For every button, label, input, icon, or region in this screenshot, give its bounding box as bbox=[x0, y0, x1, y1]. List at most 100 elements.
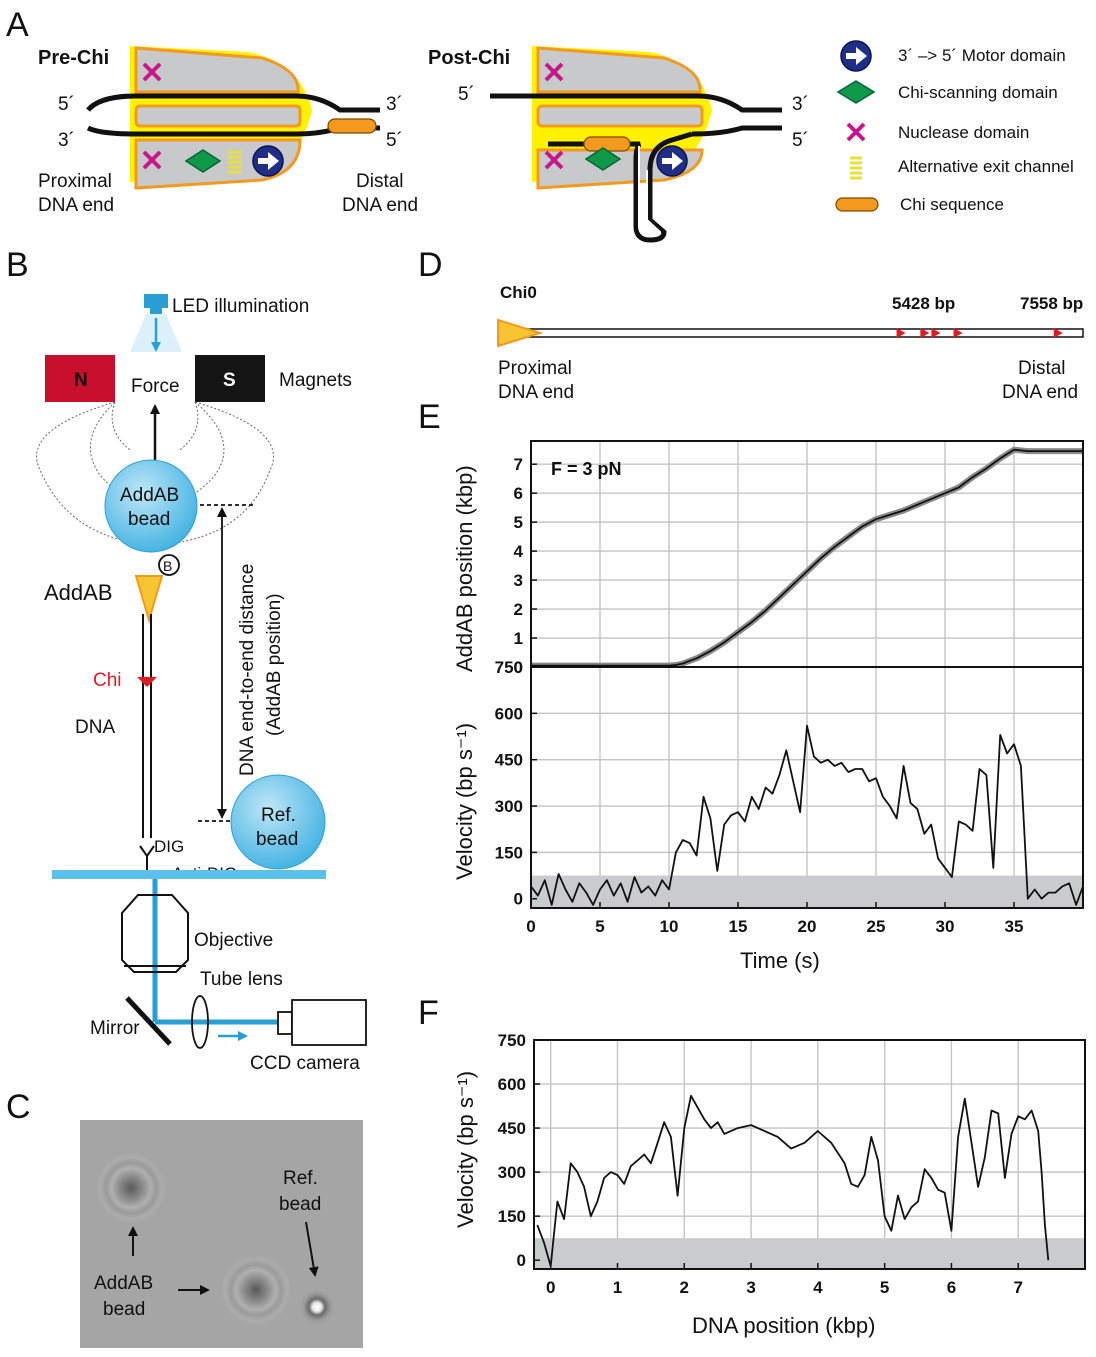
force-label: Force bbox=[131, 376, 180, 397]
enzyme-lobe-top bbox=[134, 46, 300, 94]
y-tick-label: 1 bbox=[514, 629, 523, 648]
x-tick-label: 0 bbox=[526, 917, 535, 936]
x-tick-label: 30 bbox=[936, 917, 955, 936]
pre-chi-diagram: Pre-Chi 5´ 3´ 3´ 5´ Proximal DNA end Dis… bbox=[38, 46, 418, 216]
pre-distal-2: DNA end bbox=[342, 195, 418, 216]
y-tick-label: 600 bbox=[495, 704, 523, 723]
x-tick-label: 5 bbox=[880, 1278, 889, 1297]
addab-enzyme-icon bbox=[134, 575, 164, 624]
pre-chi-title: Pre-Chi bbox=[38, 47, 109, 69]
camera-label: CCD camera bbox=[250, 1053, 360, 1074]
f-frame bbox=[533, 1039, 1086, 1270]
distance-label-2: (AddAB position) bbox=[264, 593, 285, 736]
e1-ylabel: AddAB position (kbp) bbox=[452, 465, 477, 672]
legend-motor-arrow-glyph bbox=[846, 47, 867, 65]
y-tick-label: 450 bbox=[495, 751, 523, 770]
legend-cross-icon bbox=[846, 122, 866, 142]
legend-exit-channel-icon bbox=[850, 156, 862, 180]
magnets-label: Magnets bbox=[279, 370, 352, 391]
e2-xlabel: Time (s) bbox=[740, 948, 820, 973]
chi-site-marker bbox=[137, 677, 157, 687]
chi-site-markers bbox=[896, 328, 1063, 338]
ref-bead-label-2: bead bbox=[256, 829, 298, 850]
pos1-label: 5428 bp bbox=[892, 294, 955, 313]
chi-sequence-icon bbox=[327, 118, 377, 134]
noise-band bbox=[534, 1238, 1085, 1269]
d-proximal-1: Proximal bbox=[498, 358, 572, 379]
series-line bbox=[531, 448, 1083, 667]
x-tick-label: 35 bbox=[1005, 917, 1024, 936]
magnet-s bbox=[195, 355, 265, 402]
camera-body bbox=[291, 999, 367, 1046]
d-proximal-2: DNA end bbox=[498, 382, 574, 403]
y-tick-label: 300 bbox=[498, 1163, 526, 1182]
enzyme-lobe-mid bbox=[134, 104, 302, 128]
legend-label-nuclease: Nuclease domain bbox=[898, 123, 1029, 142]
y-tick-label: 300 bbox=[495, 797, 523, 816]
x-tick-label: 1 bbox=[613, 1278, 622, 1297]
panel-letter-a: A bbox=[6, 6, 29, 44]
y-tick-label: 750 bbox=[495, 658, 523, 677]
x-tick-label: 10 bbox=[660, 917, 679, 936]
y-tick-label: 0 bbox=[514, 658, 523, 677]
y-tick-label: 450 bbox=[498, 1119, 526, 1138]
magnet-s-label: S bbox=[223, 370, 236, 391]
post-dna-loop-inner bbox=[638, 146, 662, 238]
y-tick-label: 2 bbox=[514, 600, 523, 619]
y-tick-label: 600 bbox=[498, 1075, 526, 1094]
cross-icon bbox=[142, 62, 162, 170]
panel-letter-c: C bbox=[6, 1088, 31, 1126]
legend-diamond-icon bbox=[836, 80, 876, 104]
x-tick-label: 20 bbox=[798, 917, 817, 936]
chi-site-arrow bbox=[953, 328, 963, 338]
post-chi-title: Post-Chi bbox=[428, 47, 510, 69]
series-line bbox=[536, 1094, 1050, 1267]
panel-a-legend: 3´ –> 5´ Motor domain Chi-scanning domai… bbox=[835, 40, 1074, 214]
f-ylabel: Velocity (bp s⁻¹) bbox=[453, 1071, 478, 1228]
y-tick-label: 750 bbox=[498, 1031, 526, 1050]
x-tick-label: 2 bbox=[680, 1278, 689, 1297]
x-tick-label: 6 bbox=[947, 1278, 956, 1297]
addab-bead-label-2: bead bbox=[128, 509, 170, 530]
x-tick-label: 3 bbox=[746, 1278, 755, 1297]
f-xlabel: DNA position (kbp) bbox=[692, 1313, 875, 1338]
dna-substrate-map: Chi0 5428 bp 7558 bp Proximal DNA end Di… bbox=[497, 283, 1084, 403]
post-cross-icon bbox=[544, 62, 564, 170]
c-addab-label-2: bead bbox=[103, 1299, 145, 1320]
ref-bead bbox=[230, 774, 326, 870]
post-dna-bottom-strand bbox=[691, 125, 782, 137]
panel-letter-d: D bbox=[418, 246, 443, 284]
distance-label-1: DNA end-to-end distance bbox=[237, 564, 258, 776]
pre-3prime-right: 3´ bbox=[386, 94, 403, 115]
biotin-icon bbox=[158, 554, 180, 576]
y-tick-label: 6 bbox=[514, 484, 523, 503]
microscope-image: Ref. bead AddAB bead bbox=[80, 1120, 363, 1348]
mirror-label: Mirror bbox=[90, 1018, 140, 1039]
series-line bbox=[531, 724, 1083, 906]
post-5prime-left: 5´ bbox=[458, 84, 475, 105]
y-tick-label: 3 bbox=[514, 571, 523, 590]
e2-ylabel: Velocity (bp s⁻¹) bbox=[452, 723, 477, 880]
led-base bbox=[150, 308, 162, 314]
addab-bead-label-1: AddAB bbox=[120, 485, 179, 506]
y-tick-label: 4 bbox=[514, 542, 524, 561]
chi-site-arrow bbox=[920, 328, 930, 338]
post-chi-sequence bbox=[583, 136, 631, 152]
post-diamond-icon bbox=[584, 147, 622, 171]
led-icon bbox=[144, 294, 168, 308]
panel-letter-e: E bbox=[418, 398, 441, 436]
ref-bead-image bbox=[299, 1289, 335, 1325]
dna-substrate-bar bbox=[499, 328, 1084, 338]
post-chi-diagram: Post-Chi 5´ 3´ 5´ bbox=[428, 46, 809, 243]
chi-site-arrow bbox=[896, 328, 906, 338]
legend-label-chi-scanning: Chi-scanning domain bbox=[898, 83, 1058, 102]
addab-label: AddAB bbox=[44, 580, 113, 605]
chi-site-arrow bbox=[1053, 328, 1063, 338]
y-tick-label: 5 bbox=[514, 513, 523, 532]
